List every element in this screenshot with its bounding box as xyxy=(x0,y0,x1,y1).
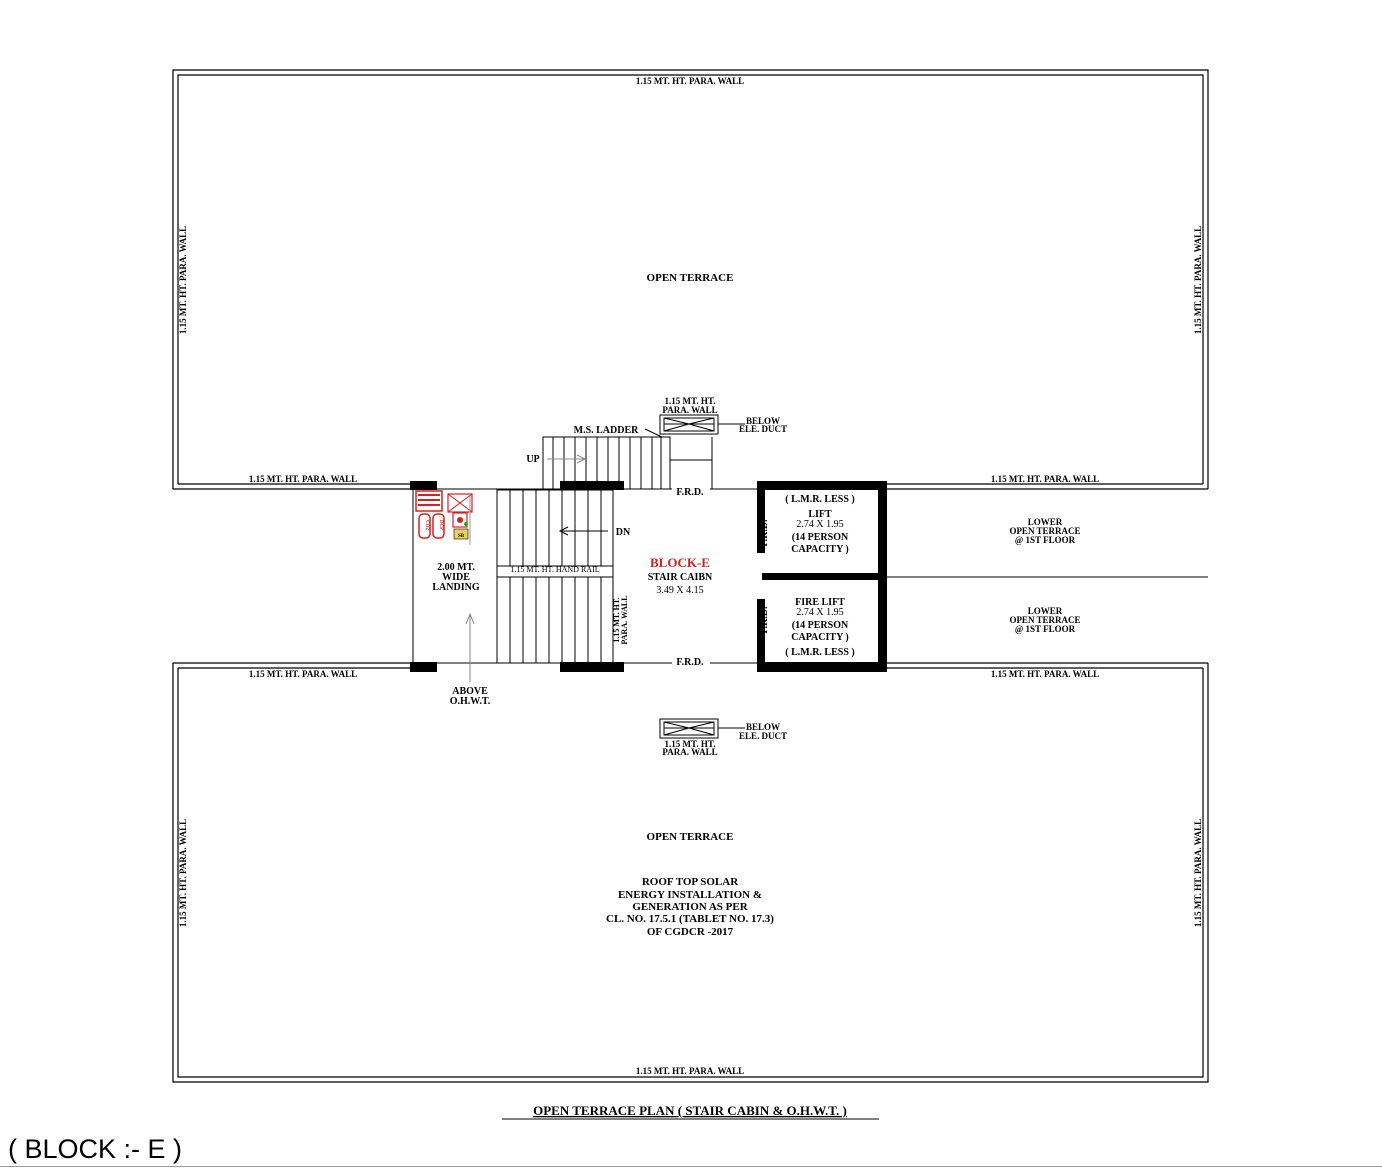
fire-lift-line-5: ( L.M.R. LESS ) xyxy=(785,647,854,658)
frd-fire-lift-label: F.R.D. xyxy=(759,606,770,634)
ohwt-arrow xyxy=(465,612,475,682)
para-wall-bottom: 1.15 MT. HT. PARA. WALL xyxy=(636,1066,744,1076)
solar-note-line-3: GENERATION AS PER xyxy=(632,901,748,913)
duct-top-below-1: BELOW xyxy=(746,416,780,426)
duct-bottom-para-2: PARA. WALL xyxy=(662,747,717,757)
para-wall-left-upper: 1.15 MT. HT. PARA. WALL xyxy=(178,226,188,334)
fire-lift-line-2: 2.74 X 1.95 xyxy=(796,607,843,618)
lower-terrace-1-line-1: LOWER xyxy=(1028,517,1063,527)
duct-bottom-below-2: ELE. DUCT xyxy=(739,731,787,741)
solar-note-line-1: ROOF TOP SOLAR xyxy=(642,876,739,888)
extinguisher-co2: CO2 xyxy=(424,520,429,531)
fire-equipment xyxy=(415,490,473,545)
open-terrace-top-label: OPEN TERRACE xyxy=(647,272,734,284)
duct-top-below-2: ELE. DUCT xyxy=(739,424,787,434)
lower-terrace-2-line-1: LOWER xyxy=(1028,606,1063,616)
extinguisher-sb: SB xyxy=(458,534,465,539)
lift-line-5: CAPACITY ) xyxy=(791,544,849,555)
fire-lift-line-3: (14 PERSON xyxy=(792,620,849,631)
lower-terrace-1-line-2: OPEN TERRACE xyxy=(1009,526,1080,536)
frd-lift-label: F.R.D. xyxy=(759,519,770,547)
stair-para-2: PARA. WALL xyxy=(620,595,629,644)
duct-top-para-2: PARA. WALL xyxy=(662,405,717,415)
lower-terrace-2-line-3: @ 1ST FLOOR xyxy=(1015,624,1076,634)
para-wall-lower-left: 1.15 MT. HT. PARA. WALL xyxy=(249,669,357,679)
landing-line-2: WIDE xyxy=(442,572,470,583)
stair-cabin-label: STAIR CAIBN xyxy=(648,572,713,583)
fire-lift-line-1: FIRE LIFT xyxy=(795,597,845,608)
above-ohwt-2: O.H.W.T. xyxy=(450,696,491,707)
fire-lift-line-4: CAPACITY ) xyxy=(791,632,849,643)
para-wall-right-lower: 1.15 MT. HT. PARA. WALL xyxy=(1193,819,1203,927)
lower-terrace-outline xyxy=(172,662,1209,1083)
lift-line-1: ( L.M.R. LESS ) xyxy=(785,494,854,505)
solar-note-line-5: OF CGDCR -2017 xyxy=(647,926,734,938)
up-label: UP xyxy=(526,454,539,465)
hand-rail-label: 1.15 MT. HT. HAND RAIL xyxy=(510,565,599,574)
para-wall-upper-left: 1.15 MT. HT. PARA. WALL xyxy=(249,474,357,484)
stair-walls xyxy=(410,481,887,672)
duct-top-para-1: 1.15 MT. HT. xyxy=(665,396,716,406)
stair-size: 3.49 X 4.15 xyxy=(656,585,703,596)
staircase xyxy=(496,489,614,664)
footer-divider xyxy=(0,1166,1382,1167)
open-terrace-bottom-label: OPEN TERRACE xyxy=(647,831,734,843)
duct-bottom-para-1: 1.15 MT. HT. xyxy=(665,739,716,749)
duct-bottom-below-1: BELOW xyxy=(746,722,780,732)
lower-terrace-1-line-3: @ 1ST FLOOR xyxy=(1015,535,1076,545)
frd-top-label: F.R.D. xyxy=(676,487,704,498)
para-wall-left-lower: 1.15 MT. HT. PARA. WALL xyxy=(178,819,188,927)
lift-line-3: 2.74 X 1.95 xyxy=(796,519,843,530)
dn-label: DN xyxy=(616,527,631,538)
lower-terrace-2-line-2: OPEN TERRACE xyxy=(1009,615,1080,625)
upper-terrace-outline xyxy=(172,69,1209,490)
landing-line-1: 2.00 MT. xyxy=(437,562,475,573)
ele-duct-top xyxy=(659,414,745,435)
lift-line-4: (14 PERSON xyxy=(792,532,849,543)
block-name: BLOCK-E xyxy=(650,555,710,570)
lift-line-2: LIFT xyxy=(808,509,832,520)
para-wall-upper-right: 1.15 MT. HT. PARA. WALL xyxy=(991,474,1099,484)
above-ohwt-1: ABOVE xyxy=(452,686,488,697)
para-wall-top: 1.15 MT. HT. PARA. WALL xyxy=(636,76,744,86)
frd-bottom-label: F.R.D. xyxy=(676,657,704,668)
para-wall-right-upper: 1.15 MT. HT. PARA. WALL xyxy=(1193,226,1203,334)
ele-duct-bottom xyxy=(659,718,745,739)
solar-note-line-2: ENERGY INSTALLATION & xyxy=(618,889,762,901)
plan-title: OPEN TERRACE PLAN ( STAIR CABIN & O.H.W.… xyxy=(533,1103,847,1118)
landing-line-3: LANDING xyxy=(432,582,479,593)
stair-para-1: 1.15 MT. HT. xyxy=(612,597,621,642)
ladder-label: M.S. LADDER xyxy=(574,425,640,436)
extinguisher-dcp: DCP xyxy=(438,520,443,530)
solar-note-line-4: CL. NO. 17.5.1 (TABLET NO. 17.3) xyxy=(606,913,774,925)
para-wall-lower-right: 1.15 MT. HT. PARA. WALL xyxy=(991,669,1099,679)
ms-ladder xyxy=(542,428,713,489)
block-label: ( BLOCK :- E ) xyxy=(8,1134,183,1164)
